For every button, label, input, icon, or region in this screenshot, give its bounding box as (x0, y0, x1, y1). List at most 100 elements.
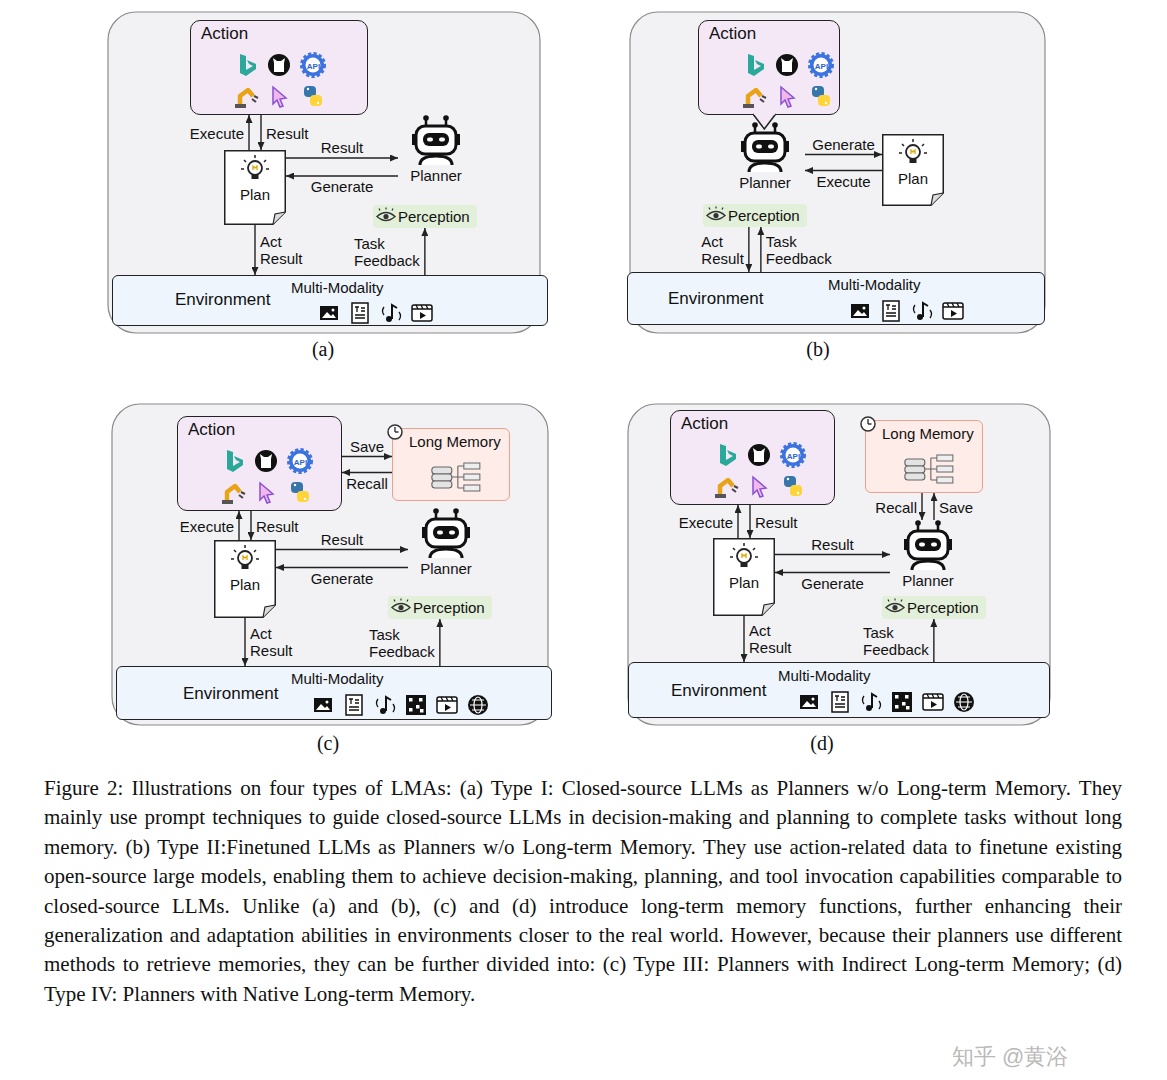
bulb-icon (241, 155, 269, 179)
robot-icon (422, 508, 470, 558)
icon-shape (923, 303, 928, 317)
database-part (432, 467, 452, 474)
icon-shape (923, 694, 943, 710)
img-icon (314, 698, 332, 712)
robot-part (904, 539, 908, 550)
clock-part (388, 425, 402, 439)
icon-shape (825, 102, 827, 104)
icon-shape (784, 476, 796, 487)
connector-arrow (805, 154, 882, 155)
node-title: Planner (725, 174, 805, 191)
cursor-icon (260, 483, 273, 503)
bulb-part (906, 145, 920, 159)
icon-shape (895, 705, 899, 709)
bulb-part (911, 150, 915, 154)
icon-shape (273, 87, 286, 107)
robot-part (755, 125, 775, 133)
img-icon (320, 306, 338, 320)
action-box: Action (177, 416, 342, 511)
eye-part (383, 214, 388, 219)
icon-shape (748, 54, 764, 76)
img-icon (800, 695, 818, 709)
edge-label: Task Feedback (863, 624, 929, 658)
plan-box: Plan (214, 540, 276, 618)
icon-shape (297, 491, 309, 502)
connector-arrow (775, 572, 890, 573)
icon-shape (255, 450, 277, 472)
eye-part (379, 208, 393, 211)
icon-shape (409, 698, 413, 702)
icon-shape (420, 709, 424, 713)
connector-arrow (737, 505, 738, 538)
robot-part (420, 156, 452, 165)
connector-arrow (238, 511, 239, 540)
env-box: EnvironmentMulti-Modality (112, 275, 548, 326)
connector-arrow (254, 225, 255, 275)
database-icon (905, 455, 953, 483)
icon-shape (790, 485, 802, 496)
icon-shape (304, 498, 306, 500)
icon-shape (906, 706, 910, 710)
document-fold (931, 193, 943, 205)
icon-shape (260, 483, 273, 503)
eye-icon (707, 207, 725, 220)
icon-text: API (815, 61, 828, 70)
node-title: Perception (398, 208, 470, 225)
eye-part (394, 599, 408, 602)
bulb-rays (730, 543, 758, 557)
github-icon (268, 54, 290, 76)
icon-shape (320, 306, 338, 320)
bulb-part (252, 175, 259, 179)
watermark: 知乎 @黄浴 (952, 1042, 1068, 1072)
connector-arrow (286, 175, 398, 176)
robot-part (931, 543, 937, 547)
bing-icon (748, 54, 764, 76)
bing-icon (227, 450, 243, 472)
perc-box: Perception (388, 596, 492, 619)
icon-shape (307, 88, 309, 90)
robot-part (433, 508, 439, 514)
audio-icon (914, 303, 932, 320)
icon-shape (812, 698, 815, 701)
icon-shape (412, 305, 432, 321)
doc-icon (346, 695, 362, 715)
robot-part (426, 519, 466, 547)
arm-icon (743, 90, 766, 108)
python-icon (304, 86, 322, 106)
icon-shape (743, 104, 754, 108)
edge-label: Task Feedback (766, 233, 832, 267)
doc-icon (352, 303, 368, 323)
node-title: Perception (907, 599, 979, 616)
node-title: Planner (408, 560, 484, 577)
edge-label: Execute (816, 173, 870, 190)
icon-shape (931, 701, 937, 708)
edge-label: Execute (180, 517, 234, 534)
qr-icon (406, 695, 426, 715)
edge-label: Result (256, 517, 299, 534)
icon-shape (715, 494, 726, 498)
icon-shape (835, 696, 845, 707)
icon-shape (304, 86, 316, 97)
icon-shape (812, 86, 824, 97)
env-box: EnvironmentMulti-Modality (627, 272, 1045, 325)
perc-box: Perception (882, 596, 986, 619)
arm-icon (715, 480, 738, 498)
icon-shape (853, 310, 867, 316)
connector-arrow (760, 227, 761, 272)
icon-shape (252, 96, 258, 102)
edge-label: Execute (679, 513, 733, 530)
planner-box: Planner (890, 520, 966, 589)
node-title: Environment (671, 681, 766, 701)
gear-icon (810, 54, 832, 76)
bulb-icon (899, 139, 927, 163)
planner-box: Planner (398, 115, 474, 184)
node-title: Action (201, 24, 357, 44)
edge-label: Execute (190, 124, 244, 141)
edge-label: Task Feedback (354, 235, 420, 269)
panel-frame (628, 404, 1050, 725)
eye-part (713, 213, 718, 218)
robot-part (768, 145, 774, 149)
arm-icon (235, 90, 258, 108)
eye-icon (377, 208, 395, 221)
